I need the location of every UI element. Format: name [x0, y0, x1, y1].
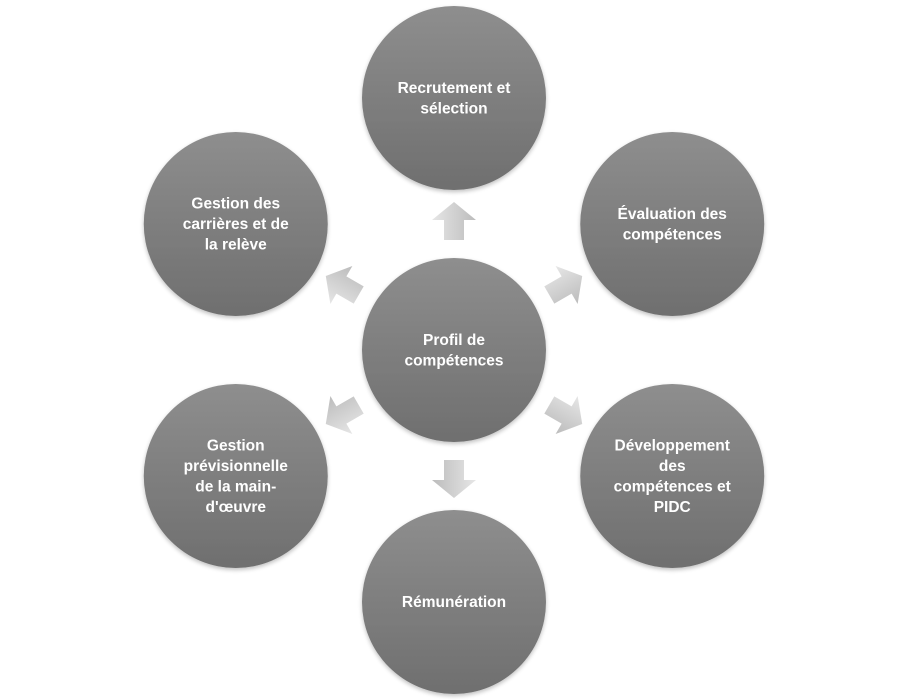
node-developpement-label: Développement des compétences et PIDC — [614, 437, 731, 516]
arrow-to-recrutement — [432, 202, 476, 240]
center-node-profil-label-line: compétences — [404, 352, 503, 369]
node-remuneration-label: Rémunération — [402, 594, 506, 611]
node-evaluation: Évaluation des compétences — [580, 132, 765, 316]
arrow-to-evaluation — [544, 265, 583, 305]
node-recrutement-label-line: Recrutement et — [398, 80, 511, 97]
node-developpement-label-line: compétences et — [614, 478, 731, 495]
node-recrutement-label-line: sélection — [420, 100, 487, 117]
node-gestion-carrieres-label-line: la relève — [205, 237, 267, 254]
node-remuneration: Rémunération — [362, 510, 546, 694]
center-node-profil-label-line: Profil de — [423, 332, 485, 349]
node-developpement-label-line: PIDC — [654, 499, 691, 516]
center-node-profil-label: Profil de compétences — [404, 332, 503, 370]
arrow-to-developpement — [544, 395, 583, 435]
center-node-profil-circle — [362, 258, 546, 442]
node-evaluation-label-line: Évaluation des — [618, 206, 727, 223]
arrow-to-remuneration — [432, 460, 476, 498]
arrow-to-gestion-carrieres — [325, 265, 364, 305]
node-gestion-previsionnelle-label: Gestion prévisionnelle de la main-d'œuvre — [184, 437, 289, 516]
node-remuneration-label-line: Rémunération — [402, 594, 506, 611]
node-gestion-previsionnelle-label-line: de la main- — [195, 478, 276, 495]
node-gestion-carrieres-circle — [143, 132, 328, 316]
node-gestion-carrieres-label-line: carrières et de — [183, 216, 289, 233]
node-gestion-carrieres: Gestion des carrières et de la relève — [143, 132, 328, 316]
node-evaluation-circle — [580, 132, 765, 316]
node-gestion-previsionnelle-label-line: d'œuvre — [205, 499, 266, 516]
node-recrutement: Recrutement et sélection — [362, 6, 546, 190]
node-evaluation-label: Évaluation des compétences — [618, 206, 727, 244]
node-evaluation-label-line: compétences — [623, 226, 722, 243]
node-developpement-label-line: Développement — [615, 437, 730, 454]
node-recrutement-circle — [362, 6, 546, 190]
node-gestion-carrieres-label: Gestion des carrières et de la relève — [183, 196, 289, 254]
node-gestion-carrieres-label-line: Gestion des — [191, 196, 280, 213]
node-developpement: Développement des compétences et PIDC — [580, 384, 765, 568]
node-remuneration-circle — [362, 510, 546, 694]
node-recrutement-label: Recrutement et sélection — [398, 80, 511, 118]
node-developpement-label-line: des — [659, 458, 686, 475]
center-node-profil: Profil de compétences — [362, 258, 546, 442]
node-gestion-previsionnelle-label-line: Gestion — [207, 437, 265, 454]
arrows-layer — [325, 202, 583, 498]
arrow-to-gestion-previsionnelle — [325, 395, 364, 435]
node-gestion-previsionnelle-label-line: prévisionnelle — [184, 458, 289, 475]
node-gestion-previsionnelle-circle — [143, 384, 328, 568]
node-gestion-previsionnelle: Gestion prévisionnelle de la main-d'œuvre — [143, 384, 328, 568]
node-developpement-circle — [580, 384, 765, 568]
